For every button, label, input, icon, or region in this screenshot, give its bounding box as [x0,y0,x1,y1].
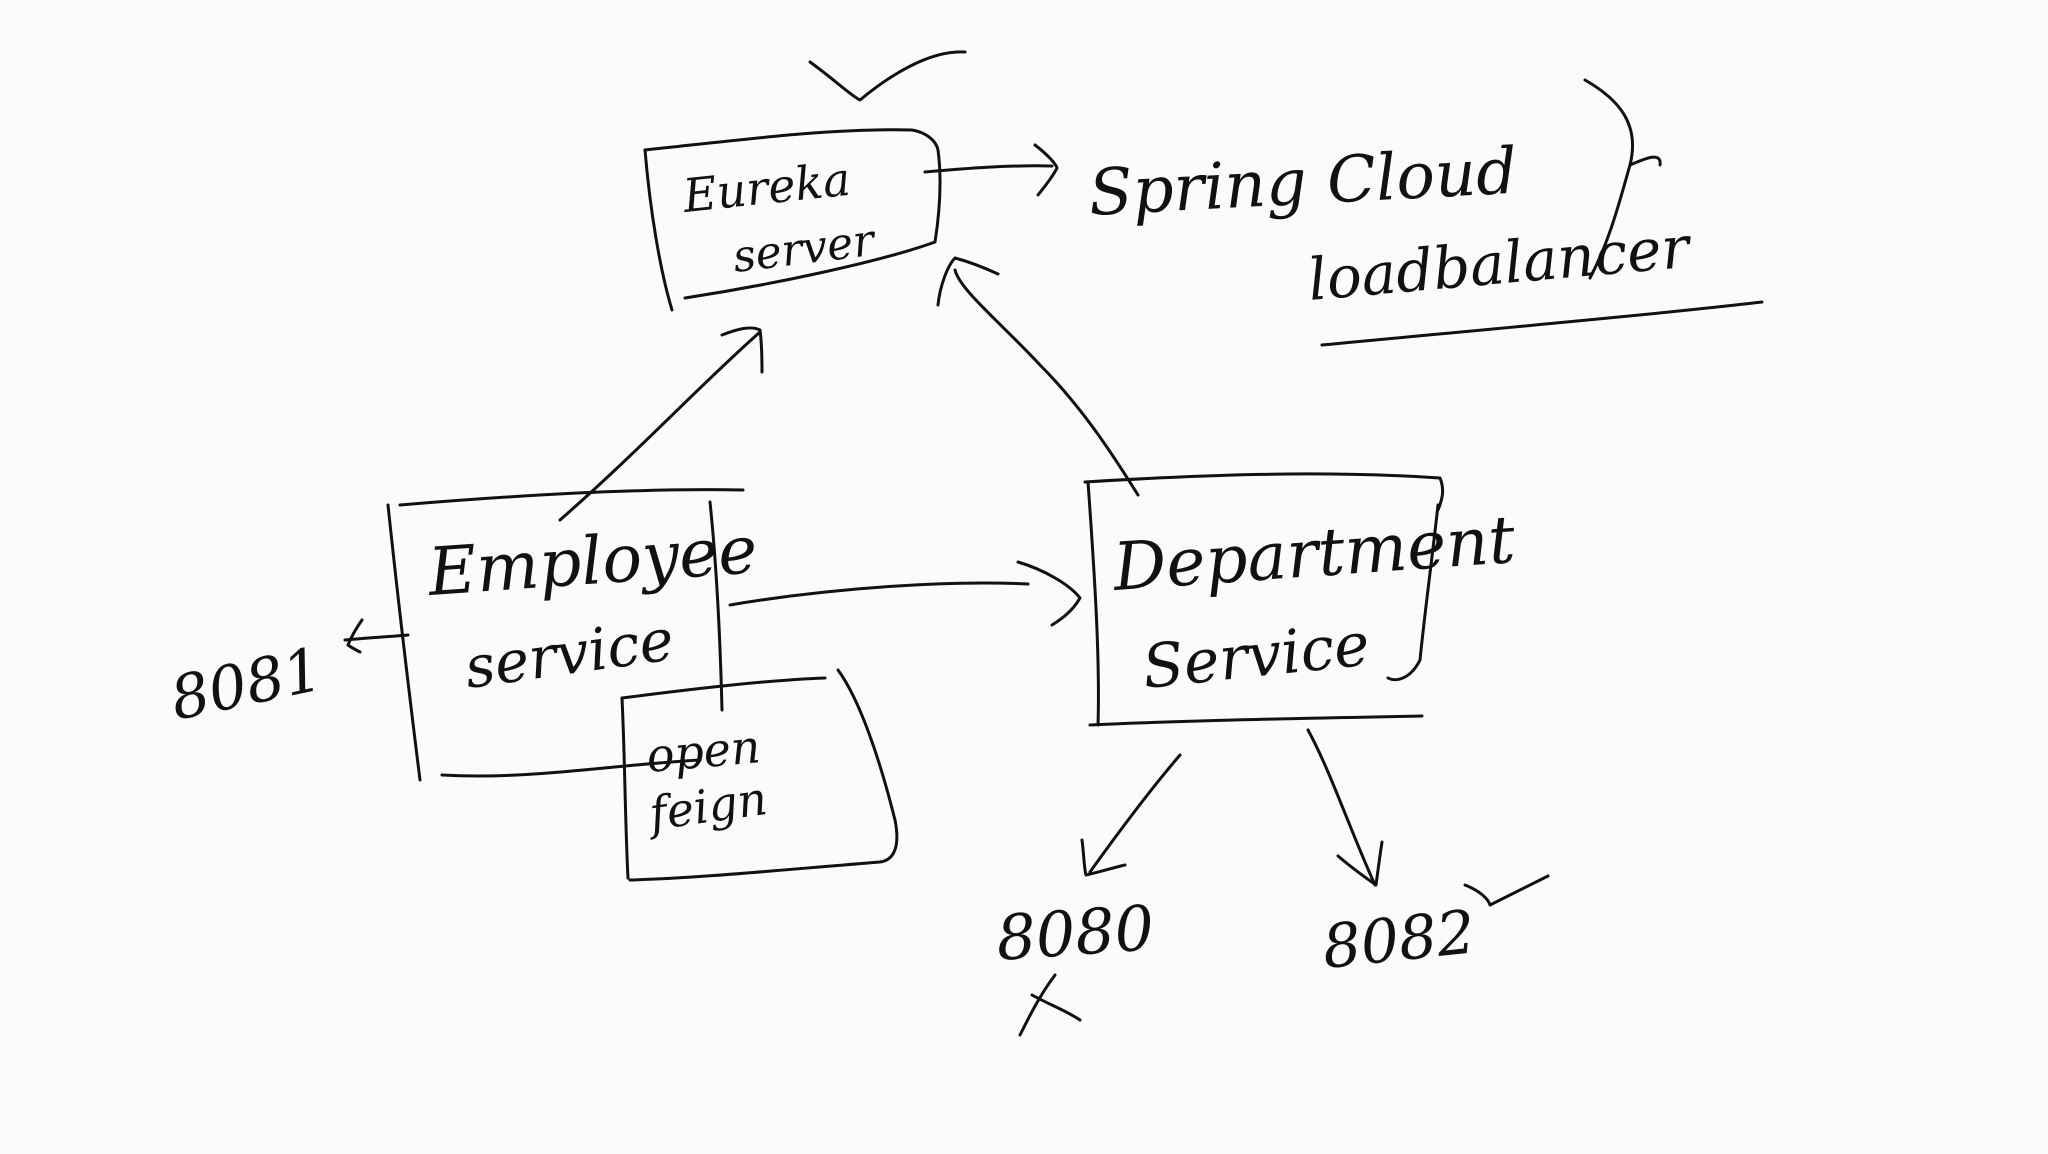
feign-label-line1: open [644,719,762,783]
eureka-server-box: Eureka server [643,128,942,312]
spring-cloud-note: Spring Cloud loadbalancer [1087,78,1764,347]
department-service-box: Department Service [1083,472,1518,727]
eureka-label-line1: Eureka [680,152,853,223]
arrow-employee-to-department [728,581,1030,607]
port-8080-label: 8080 [994,891,1157,975]
arrow-eureka-to-loadbalancer [923,164,1054,174]
check-mark-icon [1463,874,1550,907]
port-8081-label: 8081 [165,634,329,734]
check-mark-icon [808,50,967,102]
arrow-head-up-icon [936,256,1000,307]
department-label-line2: Service [1139,610,1373,703]
arrow-head-up-icon [720,326,764,374]
arrow-employee-to-8081 [343,633,410,642]
department-label-line1: Department [1110,501,1518,606]
port-8082-label: 8082 [1319,897,1478,983]
employee-label-line2: service [460,605,677,702]
arrow-employee-to-eureka [558,330,762,522]
arrow-head-right-icon [1033,143,1059,197]
cross-mark-icon [1018,973,1082,1037]
spring-cloud-line1: Spring Cloud [1087,135,1519,231]
spring-cloud-line2: loadbalancer [1305,213,1695,314]
arrow-department-to-eureka [953,268,1140,497]
open-feign-box: open feign [620,668,899,882]
arrow-department-to-8080 [1088,753,1182,874]
arrow-head-right-icon [1016,560,1082,627]
arrow-head-down-left-icon [1080,838,1127,877]
arrow-head-down-icon [1336,840,1384,887]
employee-label-line1: Employee [425,511,760,611]
eureka-label-line2: server [730,215,880,283]
underline-divider [1320,300,1764,347]
arrow-department-to-8082 [1306,728,1377,887]
arrow-head-left-icon [346,618,364,654]
